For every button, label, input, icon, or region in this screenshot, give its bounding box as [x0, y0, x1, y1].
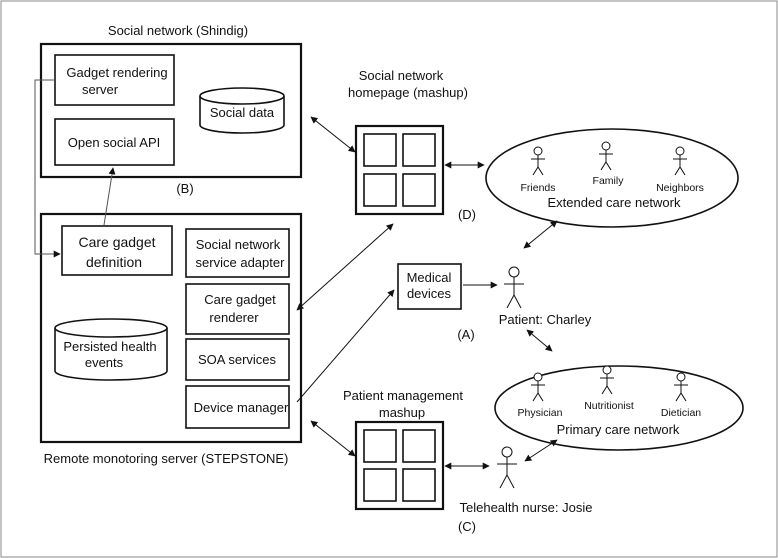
gadget-rendering-server-box: Gadget rendering server — [54, 54, 175, 106]
care-gadget-definition-box: Care gadget definition — [61, 225, 173, 276]
primary-member-physician: Physician — [518, 407, 563, 419]
patient-primary-care-arrow — [526, 329, 553, 352]
renderer-homepage-arrow — [296, 223, 394, 311]
marker-a: (A) — [457, 327, 474, 342]
persisted-health-events-line1: Persisted health — [63, 339, 156, 354]
patient-mgmt-title-line1: Patient management — [343, 388, 463, 403]
primary-member-dietician: Dietician — [661, 407, 701, 419]
device-manager-medical-devices-arrow — [296, 289, 395, 403]
patient-mgmt-title-line2: mashup — [379, 405, 425, 420]
open-social-api-box: Open social API — [54, 118, 175, 166]
definition-to-api-arrow — [103, 167, 116, 226]
medical-devices-line2: devices — [407, 286, 452, 301]
social-network-homepage-arrow — [310, 116, 356, 153]
nurse-primary-care-arrow — [524, 439, 558, 462]
nurse-label: Telehealth nurse: Josie — [460, 500, 593, 515]
gadget-rendering-server-line1: Gadget rendering — [66, 65, 167, 80]
device-manager-label: Device manager — [194, 400, 289, 415]
extended-member-friends: Friends — [520, 182, 555, 194]
social-homepage-mashup-grid — [354, 124, 445, 216]
patient-extended-care-arrow — [523, 220, 558, 249]
service-adapter-line2: service adapter — [196, 255, 286, 270]
patient-actor-icon — [503, 266, 525, 309]
care-gadget-renderer-line2: renderer — [209, 310, 259, 325]
medical-devices-line1: Medical — [407, 270, 452, 285]
social-data-cylinder: Social data — [199, 87, 285, 134]
device-manager-box: Device manager — [185, 385, 290, 429]
remote-server-title: Remote monotoring server (STEPSTONE) — [44, 451, 289, 466]
medical-devices-box: Medical devices — [397, 263, 462, 310]
care-gadget-renderer-box: Care gadget renderer — [185, 283, 290, 335]
soa-services-box: SOA services — [185, 338, 290, 381]
extended-care-network-ellipse — [485, 128, 739, 228]
marker-b: (B) — [176, 181, 193, 196]
social-network-container — [39, 42, 303, 179]
service-adapter-line1: Social network — [196, 237, 281, 252]
nurse-actor-icon — [496, 446, 518, 489]
primary-member-nutritionist: Nutritionist — [584, 400, 634, 412]
extended-member-family: Family — [593, 175, 625, 187]
social-network-title: Social network (Shindig) — [108, 23, 248, 38]
persisted-health-events-line2: events — [85, 355, 124, 370]
open-social-api-label: Open social API — [68, 135, 161, 150]
remote-server-container — [39, 212, 303, 444]
extended-care-title: Extended care network — [548, 195, 681, 210]
primary-care-title: Primary care network — [557, 422, 680, 437]
care-gadget-renderer-line1: Care gadget — [204, 292, 276, 307]
gadget-rendering-server-line2: server — [82, 82, 119, 97]
patient-label: Patient: Charley — [499, 312, 592, 327]
extended-member-neighbors: Neighbors — [656, 182, 704, 194]
patient-mgmt-mashup-grid — [354, 420, 445, 511]
social-data-label: Social data — [210, 105, 275, 120]
care-gadget-definition-line1: Care gadget — [78, 234, 155, 250]
social-homepage-title-line2: homepage (mashup) — [348, 85, 468, 100]
social-network-service-adapter-box: Social network service adapter — [185, 228, 290, 278]
social-homepage-title-line1: Social network — [359, 68, 444, 83]
soa-services-label: SOA services — [198, 352, 277, 367]
server-patient-mgmt-arrow — [310, 420, 356, 457]
marker-c: (C) — [458, 519, 476, 534]
rendering-to-definition-connector — [34, 79, 61, 258]
persisted-health-events-cylinder: Persisted health events — [54, 318, 168, 381]
care-gadget-definition-line2: definition — [86, 254, 142, 270]
marker-d: (D) — [458, 207, 476, 222]
